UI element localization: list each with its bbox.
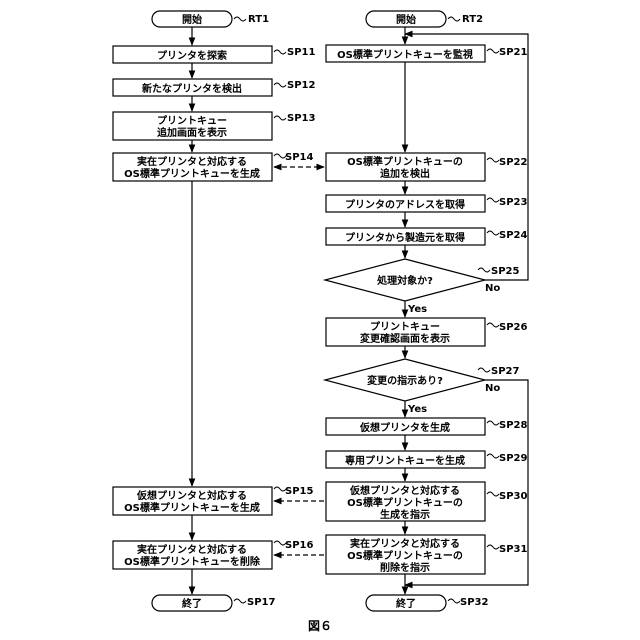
sp16-label-line2: OS標準プリントキューを削除 (124, 555, 261, 568)
sp14-label-line1: 実在プリンタと対応する (137, 155, 247, 168)
sp31-label-line2: OS標準プリントキューの (347, 549, 463, 562)
sp14-step: SP14 (285, 152, 313, 163)
sp12-connector (274, 83, 286, 87)
sp25-yes-label: Yes (407, 304, 427, 315)
sp31-process-box: 実在プリンタと対応する OS標準プリントキューの 削除を指示 (326, 535, 485, 574)
sp23-label: プリンタのアドレスを取得 (345, 198, 465, 211)
sp16-step: SP16 (285, 540, 313, 551)
sp15-step: SP15 (285, 486, 313, 497)
sp26-connector (487, 323, 499, 327)
sp22-label-line2: 追加を検出 (380, 167, 430, 180)
right-start-step: RT2 (462, 14, 483, 25)
right-end-terminal: 終了 (366, 595, 446, 611)
sp29-label: 専用プリントキューを生成 (345, 454, 465, 467)
sp22-step: SP22 (499, 157, 527, 168)
left-end-terminal: 終了 (152, 595, 232, 611)
right-end-step: SP32 (460, 597, 488, 608)
sp27-label: 変更の指示あり? (367, 374, 443, 387)
sp13-connector (274, 116, 286, 120)
sp12-step: SP12 (287, 80, 315, 91)
sp29-process-box: 専用プリントキューを生成 (326, 451, 485, 468)
sp11-process-box: プリンタを探索 (113, 46, 272, 63)
sp30-process-box: 仮想プリンタと対応する OS標準プリントキューの 生成を指示 (326, 482, 485, 521)
sp22-process-box: OS標準プリントキューの 追加を検出 (326, 153, 485, 181)
sp21-step: SP21 (499, 47, 527, 58)
sp24-connector (487, 231, 499, 235)
left-start-terminal: 開始 (152, 11, 232, 27)
sp15-label-line2: OS標準プリントキューを生成 (124, 501, 260, 514)
sp25-connector (478, 268, 490, 272)
sp29-connector (487, 454, 499, 458)
right-start-label: 開始 (396, 13, 416, 26)
sp25-decision-diamond: 処理対象か? (325, 259, 485, 301)
sp22-connector (487, 158, 499, 162)
sp26-step: SP26 (499, 322, 527, 333)
sp21-label: OS標準プリントキューを監視 (337, 48, 473, 61)
sp27-connector (478, 368, 490, 372)
sp21-connector (487, 49, 499, 53)
sp31-step: SP31 (499, 544, 527, 555)
sp31-label-line3: 削除を指示 (380, 561, 430, 574)
sp27-decision-diamond: 変更の指示あり? (325, 359, 485, 401)
sp24-label: プリンタから製造元を取得 (345, 231, 465, 244)
sp27-yes-label: Yes (407, 404, 427, 415)
figure-caption: 図６ (308, 619, 332, 633)
left-end-connector (234, 599, 246, 603)
sp14-process-box: 実在プリンタと対応する OS標準プリントキューを生成 (113, 153, 272, 181)
sp14-label-line2: OS標準プリントキューを生成 (124, 167, 260, 180)
sp31-connector (487, 545, 499, 549)
sp13-process-box: プリントキュー 追加画面を表示 (113, 112, 272, 140)
sp28-step: SP28 (499, 420, 527, 431)
sp13-label-line1: プリントキュー (157, 114, 227, 127)
right-start-terminal: 開始 (366, 11, 446, 27)
right-end-label: 終了 (396, 597, 416, 610)
sp30-label-line3: 生成を指示 (380, 508, 430, 521)
sp11-step: SP11 (287, 47, 315, 58)
sp24-step: SP24 (499, 230, 527, 241)
sp12-process-box: 新たなプリンタを検出 (113, 79, 272, 96)
sp30-label-line1: 仮想プリンタと対応する (349, 484, 460, 497)
sp16-label-line1: 実在プリンタと対応する (137, 543, 247, 556)
sp30-label-line2: OS標準プリントキューの (347, 496, 463, 509)
sp22-label-line1: OS標準プリントキューの (347, 155, 463, 168)
sp13-label-line2: 追加画面を表示 (157, 126, 227, 139)
sp26-label-line1: プリントキュー (370, 320, 440, 333)
sp29-step: SP29 (499, 453, 527, 464)
sp11-connector (274, 50, 286, 54)
sp11-label: プリンタを探索 (157, 49, 227, 62)
sp23-process-box: プリンタのアドレスを取得 (326, 195, 485, 212)
sp24-process-box: プリンタから製造元を取得 (326, 228, 485, 245)
sp27-no-label: No (485, 383, 500, 394)
sp25-label: 処理対象か? (376, 274, 433, 287)
sp30-step: SP30 (499, 491, 527, 502)
sp21-process-box: OS標準プリントキューを監視 (326, 45, 485, 62)
sp15-label-line1: 仮想プリンタと対応する (136, 489, 247, 502)
sp23-connector (487, 198, 499, 202)
sp27-step: SP27 (491, 366, 519, 377)
sp28-connector (487, 421, 499, 425)
sp25-no-label: No (485, 283, 500, 294)
left-start-label: 開始 (182, 13, 202, 26)
sp25-step: SP25 (491, 266, 519, 277)
right-start-connector (448, 17, 460, 21)
sp12-label: 新たなプリンタを検出 (142, 82, 242, 95)
left-start-step: RT1 (248, 14, 269, 25)
sp13-step: SP13 (287, 113, 315, 124)
sp26-label-line2: 変更確認画面を表示 (360, 332, 450, 345)
sp31-label-line1: 実在プリンタと対応する (350, 537, 460, 550)
left-end-label: 終了 (182, 597, 202, 610)
sp28-label: 仮想プリンタを生成 (359, 421, 450, 434)
sp26-process-box: プリントキュー 変更確認画面を表示 (326, 318, 485, 346)
sp23-step: SP23 (499, 197, 527, 208)
sp30-connector (487, 492, 499, 496)
sp28-process-box: 仮想プリンタを生成 (326, 418, 485, 435)
sp16-process-box: 実在プリンタと対応する OS標準プリントキューを削除 (113, 541, 272, 569)
sp15-process-box: 仮想プリンタと対応する OS標準プリントキューを生成 (113, 487, 272, 515)
right-end-connector (448, 599, 460, 603)
left-start-connector (234, 17, 246, 21)
left-end-step: SP17 (247, 597, 275, 608)
